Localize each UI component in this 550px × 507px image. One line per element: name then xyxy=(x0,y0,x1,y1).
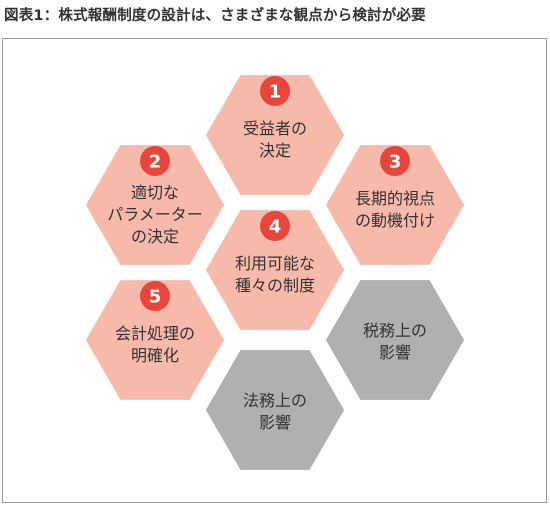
figure-frame xyxy=(2,38,547,503)
number-badge xyxy=(140,281,170,311)
hexagon-shape xyxy=(80,275,230,405)
number-badge-label: 1 xyxy=(269,82,282,103)
hexagon-label-line: パラメーター xyxy=(107,205,203,224)
hexagon-label-line: 長期的視点 xyxy=(355,189,435,208)
hexagon-label-line: 適切な xyxy=(131,183,179,202)
hexagon-label-line: 利用可能な xyxy=(235,254,315,273)
number-badge xyxy=(260,76,290,106)
hexagon-label-line: 受益者の xyxy=(243,119,307,138)
number-badge-label: 5 xyxy=(149,287,162,308)
number-badge-label: 4 xyxy=(269,217,282,238)
hexagon-label-line: 法務上の xyxy=(243,391,307,410)
hexagon-label-line: 明確化 xyxy=(131,346,179,365)
number-badge xyxy=(260,211,290,241)
hexagon-label-line: の動機付け xyxy=(355,211,435,230)
number-badge-label: 2 xyxy=(149,152,162,173)
hexagon-shape xyxy=(200,345,350,475)
hexagon-label-line: 種々の制度 xyxy=(235,276,315,295)
hexagon-shape xyxy=(320,140,470,270)
number-badge xyxy=(380,146,410,176)
hexagon-label-line: 影響 xyxy=(379,343,411,362)
figure-title: 図表1：株式報酬制度の設計は、さまざまな観点から検討が必要 xyxy=(4,8,426,24)
hexagon-label-line: の決定 xyxy=(131,227,179,246)
hexagon-shape xyxy=(200,70,350,200)
hexagon-shape xyxy=(80,140,230,270)
hexagon-label-line: 会計処理の xyxy=(115,324,195,343)
hexagon-shape xyxy=(320,275,470,405)
number-badge xyxy=(140,146,170,176)
hexagon-shape xyxy=(200,205,350,335)
hexagon-label-line: 決定 xyxy=(259,141,291,160)
hexagon-label-line: 影響 xyxy=(259,413,291,432)
number-badge-label: 3 xyxy=(389,152,402,173)
hexagon-label-line: 税務上の xyxy=(363,321,427,340)
